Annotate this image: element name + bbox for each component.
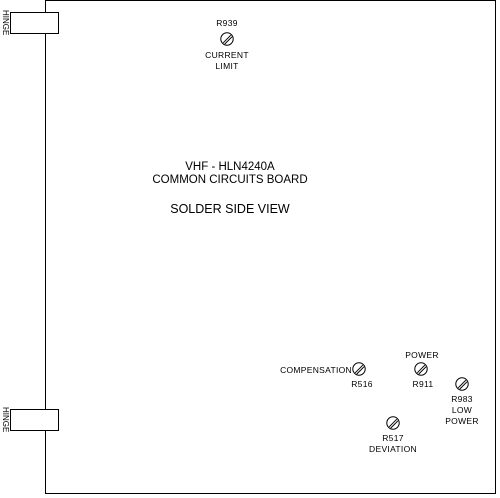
r983-ref-label: R983	[451, 394, 473, 404]
r983-function-line1: LOW	[451, 405, 473, 415]
r516-ref-label: R516	[351, 379, 373, 389]
board-model-title: VHF - HLN4240A	[185, 161, 275, 173]
r939-ref-label: R939	[216, 18, 238, 28]
r517-potentiometer-icon[interactable]	[386, 416, 400, 430]
r911-ref-label: R911	[412, 379, 434, 389]
top-hinge-label: HINGE	[1, 10, 10, 36]
r939-function-line2: LIMIT	[215, 61, 239, 71]
bottom-hinge-label: HINGE	[1, 407, 10, 433]
top-hinge	[10, 12, 59, 34]
r516-function-label: COMPENSATION	[280, 365, 352, 375]
view-title: SOLDER SIDE VIEW	[170, 202, 290, 216]
r983-function-line2: POWER	[445, 416, 479, 426]
circuit-board-outline	[45, 0, 496, 494]
r911-potentiometer-icon[interactable]	[414, 362, 428, 376]
r939-function-line1: CURRENT	[205, 50, 249, 60]
r939-potentiometer-icon[interactable]	[220, 32, 234, 46]
bottom-hinge	[10, 409, 59, 431]
board-name-title: COMMON CIRCUITS BOARD	[152, 174, 308, 186]
r911-function-label: POWER	[405, 350, 439, 360]
r517-ref-label: R517	[382, 433, 404, 443]
r983-potentiometer-icon[interactable]	[455, 377, 469, 391]
r517-function-label: DEVIATION	[369, 444, 417, 454]
r516-potentiometer-icon[interactable]	[352, 362, 366, 376]
